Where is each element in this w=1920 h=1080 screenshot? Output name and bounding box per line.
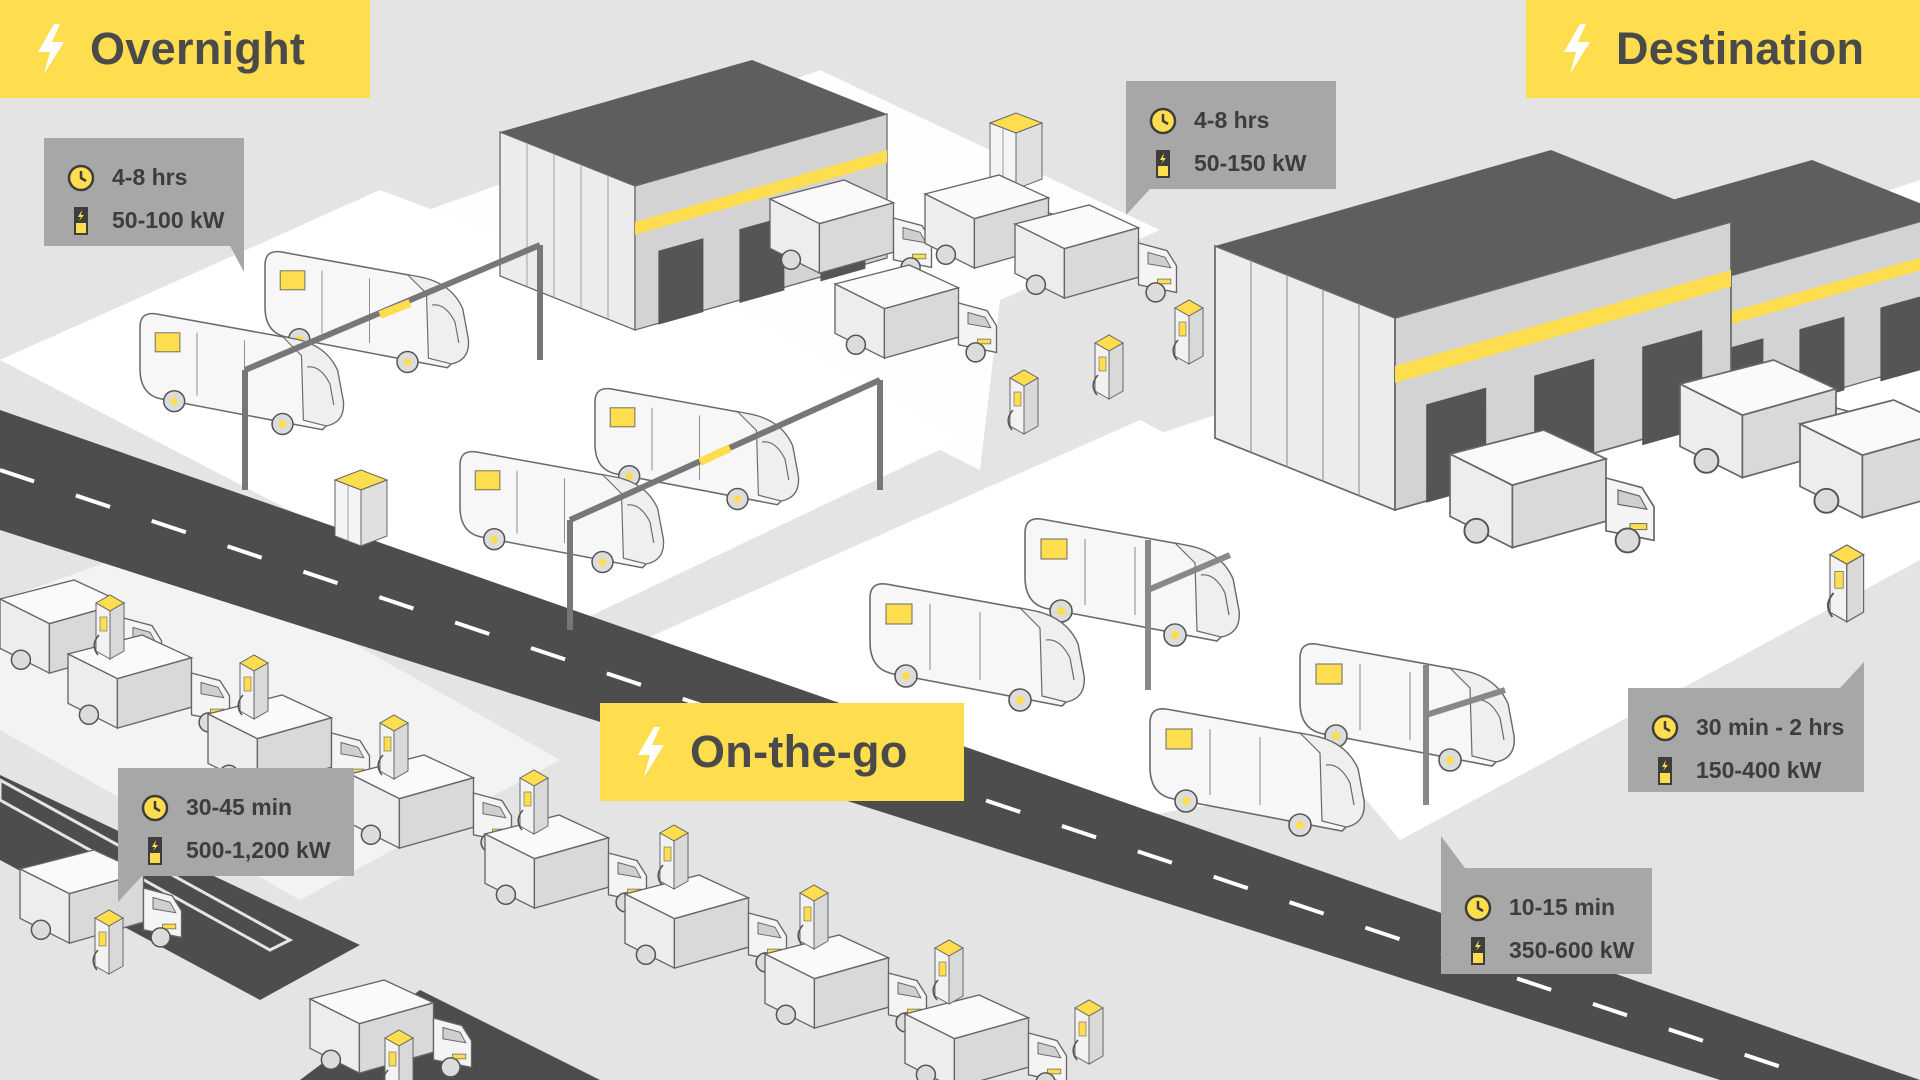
charge-time: 10-15 min (1509, 894, 1616, 920)
lightning-bolt-icon (638, 727, 664, 777)
lightning-bolt-icon (38, 24, 64, 74)
destination-title: Destination (1616, 23, 1865, 74)
destination-label: Destination (1526, 0, 1920, 98)
charge-power: 500-1,200 kW (186, 837, 331, 863)
on-the-go-label: On-the-go (600, 703, 964, 801)
clock-icon (1651, 714, 1679, 741)
lightning-bolt-icon (1564, 24, 1590, 74)
charge-power: 50-150 kW (1194, 150, 1307, 176)
charge-time: 4-8 hrs (112, 164, 188, 190)
charge-time: 4-8 hrs (1194, 107, 1270, 133)
overnight-label: Overnight (0, 0, 370, 98)
spec-box-on-the-go-truck: 30-45 min 500-1,200 kW (118, 768, 354, 902)
spec-box-overnight-bus: 4-8 hrs 50-100 kW (44, 138, 244, 272)
on-the-go-title: On-the-go (690, 726, 908, 777)
clock-icon (141, 794, 169, 821)
battery-icon (1658, 756, 1672, 785)
terminal-masts (1145, 540, 1506, 805)
battery-icon (74, 206, 88, 235)
spec-box-destination: 30 min - 2 hrs 150-400 kW (1628, 662, 1864, 792)
clock-icon (1149, 107, 1177, 134)
charge-power: 150-400 kW (1696, 757, 1822, 783)
battery-icon (1156, 149, 1170, 178)
clock-icon (1464, 894, 1492, 921)
charge-power: 50-100 kW (112, 207, 225, 233)
overnight-title: Overnight (90, 23, 306, 74)
spec-box-overnight-truck: 4-8 hrs 50-150 kW (1126, 81, 1336, 215)
battery-icon (148, 836, 162, 865)
battery-icon (1471, 936, 1485, 965)
pantograph-gantries (242, 242, 883, 630)
spec-box-on-the-go-bus: 10-15 min 350-600 kW (1441, 836, 1652, 974)
charge-time: 30 min - 2 hrs (1696, 714, 1845, 740)
charge-time: 30-45 min (186, 794, 293, 820)
charge-power: 350-600 kW (1509, 937, 1635, 963)
clock-icon (67, 164, 95, 191)
